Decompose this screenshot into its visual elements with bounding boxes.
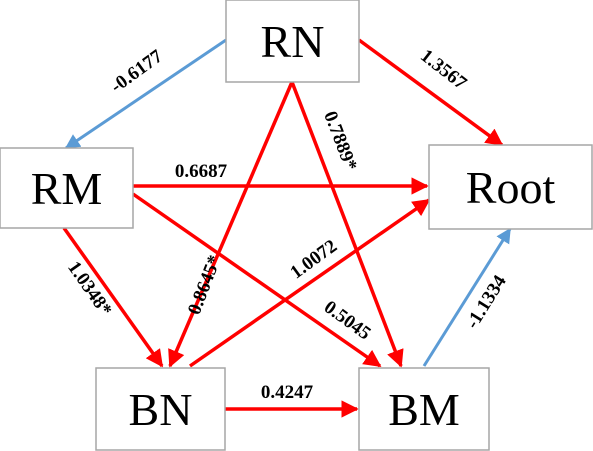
edge-label-rn-rm: -0.6177 [107, 46, 167, 98]
node-bn: BN [95, 367, 226, 451]
node-rm-box [0, 147, 134, 229]
node-bm-box [358, 367, 490, 451]
node-rn-box [225, 0, 360, 83]
node-root-label: Root [466, 162, 556, 213]
edge-rm-bn-arrow [62, 226, 164, 368]
edge-rn-rm-arrow [64, 38, 227, 150]
node-rn: RN [225, 0, 360, 83]
edge-rm-bm-arrow [131, 192, 382, 368]
node-rn-label: RN [261, 16, 325, 67]
edge-label-rm-root: 0.6687 [175, 161, 228, 182]
edge-label-rm-bm: 0.5045 [320, 297, 375, 345]
edges [62, 38, 512, 418]
edge-label-rn-bn: 0.8645* [184, 252, 226, 317]
node-bm: BM [358, 367, 490, 451]
node-root-box [428, 144, 593, 230]
node-bm-label: BM [388, 384, 460, 435]
edge-bn-root-arrow [189, 198, 431, 368]
edge-rn-bm-arrow [290, 81, 404, 368]
edge-label-rn-bm: 0.7889* [319, 108, 361, 173]
edge-label-bn-root: 1.0072 [286, 236, 341, 284]
node-rm: RM [0, 147, 134, 229]
node-rm-label: RM [31, 163, 103, 214]
node-root: Root [428, 144, 593, 230]
edge-label-bn-bm: 0.4247 [261, 382, 314, 403]
edge-bm-root-arrow [422, 227, 512, 367]
edge-rn-root-arrow [357, 38, 504, 147]
node-bn-label: BN [129, 384, 193, 435]
edge-rn-bn-arrow [168, 81, 294, 368]
node-bn-box [95, 367, 226, 451]
edge-label-bm-root: -1.1334 [462, 271, 511, 332]
